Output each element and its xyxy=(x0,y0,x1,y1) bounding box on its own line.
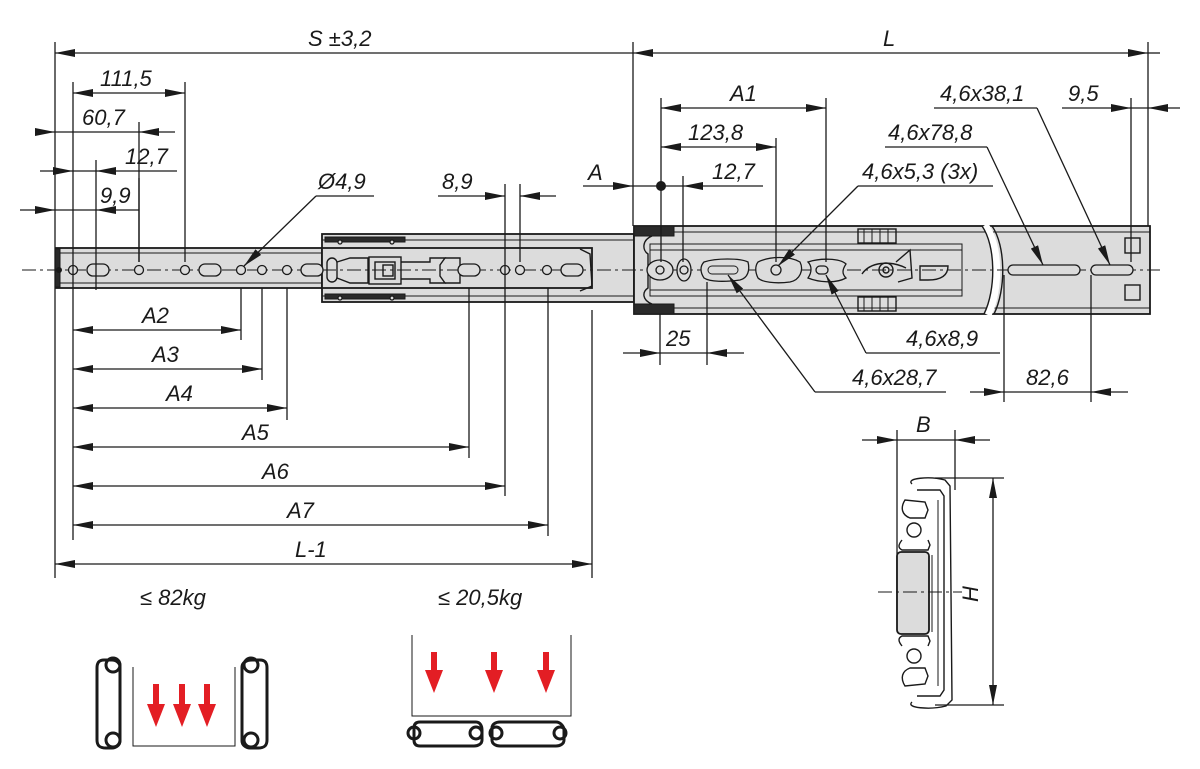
down-arrow-icon xyxy=(425,670,443,693)
label-12-7: 12,7 xyxy=(125,144,169,169)
label-slot-8-9: 4,6x8,9 xyxy=(906,326,978,351)
extension-lines xyxy=(54,42,1149,578)
down-arrow-icon xyxy=(198,704,216,727)
label-82-6: 82,6 xyxy=(1026,365,1070,390)
label-b: B xyxy=(916,412,931,437)
bottom-rail-left-icon xyxy=(412,720,484,748)
label-a6: A6 xyxy=(260,459,290,484)
label-a2: A2 xyxy=(140,303,169,328)
label-hole-dia: Ø4,9 xyxy=(317,169,366,194)
down-arrow-icon xyxy=(537,670,555,693)
slot-78-8 xyxy=(1007,264,1081,276)
label-slot-38-1: 4,6x38,1 xyxy=(940,81,1024,106)
load-case-side-mounted: ≤ 82kg xyxy=(95,585,269,750)
leader-slot-78-8 xyxy=(986,146,1044,266)
label-111-5: 111,5 xyxy=(100,66,153,91)
label-25: 25 xyxy=(665,326,691,351)
leader-hole-dia xyxy=(243,195,317,267)
label-a1: A1 xyxy=(728,81,757,106)
label-8-9: 8,9 xyxy=(442,169,473,194)
label-a7: A7 xyxy=(285,498,315,523)
load-arrows-bottom xyxy=(425,652,555,693)
load-label-bottom: ≤ 20,5kg xyxy=(438,585,523,610)
label-12-7-right: 12,7 xyxy=(712,159,756,184)
load-label-side: ≤ 82kg xyxy=(140,585,207,610)
down-arrow-icon xyxy=(485,670,503,693)
label-a: A xyxy=(586,160,603,185)
section-inner-member xyxy=(896,551,930,635)
label-slot-78-8: 4,6x78,8 xyxy=(888,120,973,145)
load-case-bottom-mounted: ≤ 20,5kg xyxy=(406,585,572,748)
leader-slot-5-3 xyxy=(777,185,859,267)
dimension-labels: S ±3,2 L 111,5 60,7 12,7 9,9 Ø4,9 8,9 A … xyxy=(82,26,1099,562)
down-arrow-icon xyxy=(173,704,191,727)
dimension-lines xyxy=(20,49,1180,568)
label-9-9: 9,9 xyxy=(100,183,131,208)
leader-slot-28-7 xyxy=(727,274,816,393)
slot-38-1 xyxy=(1090,264,1134,276)
load-arrows-side xyxy=(147,684,216,727)
leader-slot-8-9 xyxy=(825,274,867,354)
label-a5: A5 xyxy=(240,420,270,445)
label-a4: A4 xyxy=(164,381,193,406)
label-stroke: S ±3,2 xyxy=(308,26,371,51)
down-arrow-icon xyxy=(147,704,165,727)
label-60-7: 60,7 xyxy=(82,105,126,130)
leader-slot-38-1 xyxy=(1036,107,1111,266)
cross-section-view: B H xyxy=(862,412,1004,709)
drawer-box-icon xyxy=(132,667,236,747)
inner-rail-holes xyxy=(67,263,584,277)
outer-rail-slots xyxy=(646,256,1134,284)
label-length: L xyxy=(883,26,895,51)
label-a3: A3 xyxy=(150,342,180,367)
label-123-8: 123,8 xyxy=(688,120,744,145)
label-slot-5-3: 4,6x5,3 (3x) xyxy=(862,159,978,184)
label-slot-28-7: 4,6x28,7 xyxy=(852,365,937,390)
label-h: H xyxy=(958,586,983,602)
label-9-5: 9,5 xyxy=(1068,81,1099,106)
label-l-minus-1: L-1 xyxy=(295,537,327,562)
drawer-box-icon xyxy=(411,635,572,717)
